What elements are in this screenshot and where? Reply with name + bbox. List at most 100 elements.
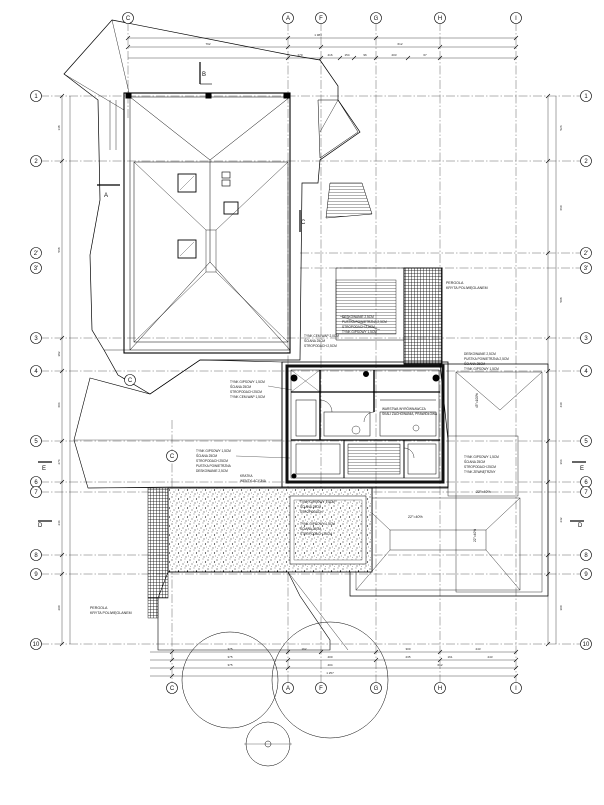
dim-right-e: 364 [559, 459, 563, 464]
dimension-ticks [59, 35, 551, 679]
axis-col-top-2-label: F [319, 16, 323, 22]
axis-row-right-4-circle [580, 332, 592, 344]
section-label-d-right: D [578, 523, 583, 529]
center-note2-1: KRATKA [240, 474, 253, 478]
axis-row-left-6-circle [30, 435, 42, 447]
axis-col-inner-c-label: C [128, 378, 133, 384]
section-label-b: B [202, 72, 206, 78]
dim-bot-3c: 612 [437, 663, 442, 667]
central-building [281, 361, 449, 488]
axis-row-right-2-circle [580, 247, 592, 259]
axis-row-right-9-label: 8 [584, 553, 588, 559]
dim-bot-1b: 162 [301, 647, 306, 651]
layers-3-line-2: ŚCIANA 25CM [230, 384, 251, 389]
section-mark-b: B [199, 62, 212, 85]
right-roof [349, 363, 549, 597]
axis-row-left-5-circle [30, 365, 42, 377]
layers-6-line-3: STROPODACH [300, 510, 323, 514]
layers-5-line-5: DESKOWANIE 2,5CM [196, 469, 228, 473]
axis-row-left-9-label: 8 [34, 553, 38, 559]
axis-col-top-4-label: H [438, 16, 442, 22]
layers-right-line-4: TYNK ZEWNĘTRZNY [464, 470, 496, 474]
dim-bot-2b: 400 [327, 655, 332, 659]
axis-col-top-5-label: I [515, 16, 517, 22]
axis-row-right-0-label: 1 [584, 94, 588, 100]
layers-4-line-2: PUSTKA POWIETRZNA 2,5CM [464, 357, 509, 361]
dim-top-2c: 154 [344, 53, 349, 57]
axis-row-right-6-label: 5 [584, 439, 588, 445]
axis-col-bottom-3-circle [370, 682, 382, 694]
axis-row-right-2-label: 2' [584, 251, 588, 257]
dim-bot-2d: 161 [447, 655, 452, 659]
right-dimensions: 526 660 508 440 364 242 300 [559, 125, 563, 610]
axis-row-left-8-circle [30, 486, 42, 498]
axis-row-left-1-circle [30, 155, 42, 167]
top-dimensions: 1 383 792 612 270 416 154 96 203 67 [205, 33, 427, 57]
dim-bot-2c: 235 [405, 655, 410, 659]
axis-row-left-10-label: 9 [34, 572, 38, 578]
dim-top-2d: 96 [363, 53, 367, 57]
section-mark-d-right: D [570, 520, 584, 529]
axis-col-bottom-5-circle [510, 682, 522, 694]
dim-top-1b: 612 [397, 42, 402, 46]
annotation-block-mid: TYNK GIPSOWY 1,5CM ŚCIANA 25CM STROPODAC… [300, 522, 335, 536]
dim-bot-total: 1 257 [326, 671, 334, 675]
axis-row-right-1-circle [580, 155, 592, 167]
axis-row-right-8-label: 7 [584, 490, 588, 496]
section-label-e-left: E [42, 466, 46, 472]
axis-row-right-0-circle [580, 90, 592, 102]
dim-left-b: 568 [57, 247, 61, 252]
dim-left-a: 148 [57, 125, 61, 130]
annotation-block-1: DESKOWANIE 2,5CM PUSTKA POWIETRZNA 2,5CM… [339, 315, 387, 334]
axis-col-inner-c2-label: C [170, 454, 175, 460]
center-note-1: WARSTWA WYRÓWNAWCZA [382, 406, 427, 411]
layers-right-line-2: ŚCIANA 25CM [464, 459, 485, 464]
layers-3-line-4: TYNK CEM-WAP 1,5CM [230, 395, 265, 399]
layers-1-line-2: PUSTKA POWIETRZNA 2,5CM [342, 320, 387, 324]
dim-top-2a: 270 [297, 53, 302, 57]
dim-bot-1c: 300 [405, 647, 410, 651]
slope-label-3: 22°=40% [473, 529, 477, 542]
axis-row-right-5-label: 4 [584, 369, 588, 375]
axis-row-right-3-label: 3' [584, 266, 588, 272]
axis-row-left-11-label: 10 [33, 642, 40, 648]
layers-5-line-1: TYNK GIPSOWY 1,5CM [196, 449, 231, 453]
axis-row-left-1-label: 2 [34, 159, 38, 165]
axis-row-right-8-circle [580, 486, 592, 498]
center-note2-2: WENTYLACYJNA [240, 479, 267, 483]
axis-row-left-4-label: 3 [34, 336, 38, 342]
axis-col-bottom-4-label: H [438, 686, 442, 692]
section-mark-e-left: E [38, 461, 52, 472]
dim-left-e: 274 [57, 459, 61, 464]
axis-col-top-0-circle [122, 12, 134, 24]
axis-col-bottom-3-label: G [374, 686, 379, 692]
layers-6-line-2: ŚCIANA 25CM [300, 504, 321, 509]
layers-3-line-1: TYNK GIPSOWY 1,5CM [230, 380, 265, 384]
section-label-a: A [104, 193, 108, 199]
pergola-bottom-label-2: KRYTA POLIWĘGLANEM [90, 611, 132, 615]
grid-axes [40, 22, 590, 690]
dim-right-d: 440 [559, 402, 563, 407]
axis-row-left-2-circle [30, 247, 42, 259]
dim-top-total: 1 383 [314, 33, 322, 37]
axis-row-left-2-label: 2' [34, 251, 38, 257]
layers-4-line-3: ŚCIANA 25CM [464, 361, 485, 366]
annotation-block-4: DESKOWANIE 2,5CM PUSTKA POWIETRZNA 2,5CM… [464, 352, 509, 371]
axis-col-bottom-1-label: A [286, 686, 290, 692]
layers-4-line-1: DESKOWANIE 2,5CM [464, 352, 496, 356]
dim-bot-1a: 375 [227, 647, 232, 651]
dim-bot-3b: 404 [327, 663, 332, 667]
layers-mid-line-2: ŚCIANA 25CM [300, 526, 321, 531]
dim-left-c: 382 [57, 351, 61, 356]
pergola-bottom-label-1: PERGOLA [90, 606, 108, 610]
center-note-2: SKALI ZACHOWANIA, PRAWIDŁOWA [382, 412, 438, 416]
axis-col-bottom-4-circle [434, 682, 446, 694]
axis-row-right-10-label: 9 [584, 572, 588, 578]
annotation-block-3: TYNK GIPSOWY 1,5CM ŚCIANA 25CM STROPODAC… [230, 380, 293, 399]
axis-row-right-4-label: 3 [584, 336, 588, 342]
axis-col-top-0-label: C [126, 16, 131, 22]
left-dimensions: 148 568 382 604 274 244 290 [57, 125, 61, 610]
section-label-d-left: D [38, 523, 43, 529]
